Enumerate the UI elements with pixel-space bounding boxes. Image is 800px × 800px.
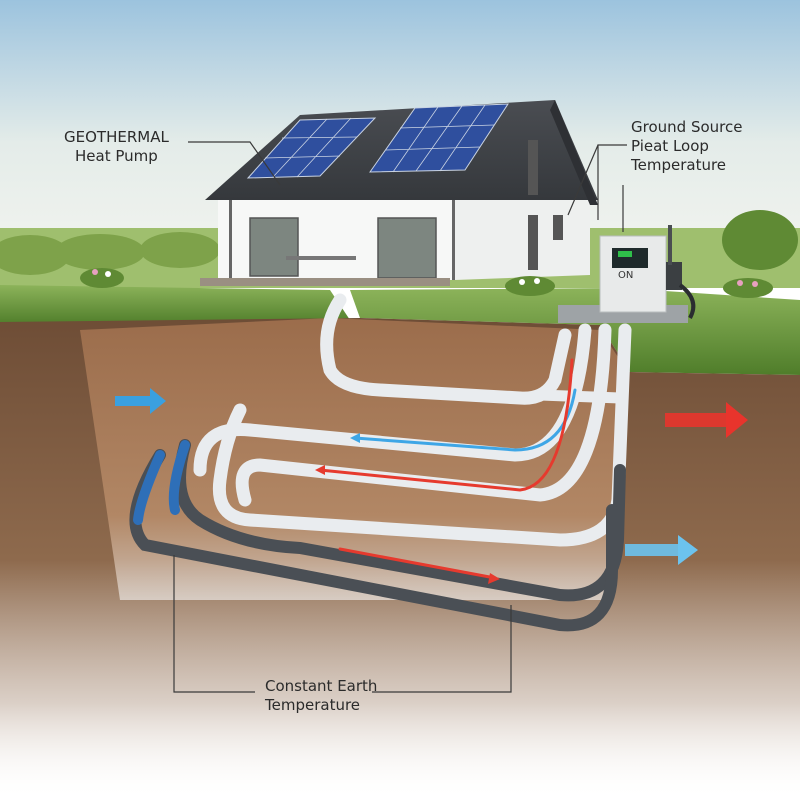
leader-geothermal: [188, 141, 281, 186]
flow-arrow-cold: [350, 433, 360, 443]
label-line: Pieat Loop: [631, 137, 709, 155]
label-line: GEOTHERMAL: [64, 128, 169, 146]
solar-panel-right: [369, 103, 509, 173]
heat-pump-status-text: ON: [618, 270, 634, 281]
solar-panel-left: [246, 117, 377, 179]
arrow-right-hot-outflow-icon: [665, 402, 748, 438]
label-geothermal-heat-pump: GEOTHERMAL Heat Pump: [64, 128, 169, 166]
label-constant-earth-temperature: Constant Earth Temperature: [265, 677, 377, 715]
label-line: Heat Pump: [75, 147, 158, 165]
label-ground-source-loop: Ground Source Pieat Loop Temperature: [631, 118, 742, 175]
arrow-right-cool-outflow-icon: [625, 535, 698, 565]
ground-loop-pipes: [129, 293, 632, 632]
flow-arrow-hot: [315, 465, 325, 475]
flow-arrow-hot-lower: [488, 573, 500, 584]
patio-door-left: [249, 217, 299, 277]
heat-pump-unit: [558, 225, 696, 323]
house: [200, 100, 598, 286]
patio-door-right: [377, 217, 437, 279]
patio-deck: [200, 278, 450, 286]
leader-earth-left: [173, 555, 255, 693]
leader-lines: [173, 141, 627, 693]
tree-line: [0, 210, 798, 275]
leader-earth-right: [372, 605, 512, 693]
grass-left: [0, 285, 350, 325]
label-line: Temperature: [265, 696, 361, 714]
tall-window-lower: [528, 215, 538, 270]
label-line: Ground Source: [631, 118, 743, 136]
arrow-left-inflow-icon: [115, 388, 166, 414]
flower-bushes: [80, 268, 773, 298]
small-window: [553, 215, 563, 240]
patio-table: [286, 256, 356, 260]
tall-window-upper: [528, 140, 538, 195]
leader-ground-source: [567, 144, 627, 220]
label-line: Constant Earth: [265, 677, 378, 695]
label-line: Temperature: [631, 156, 727, 174]
